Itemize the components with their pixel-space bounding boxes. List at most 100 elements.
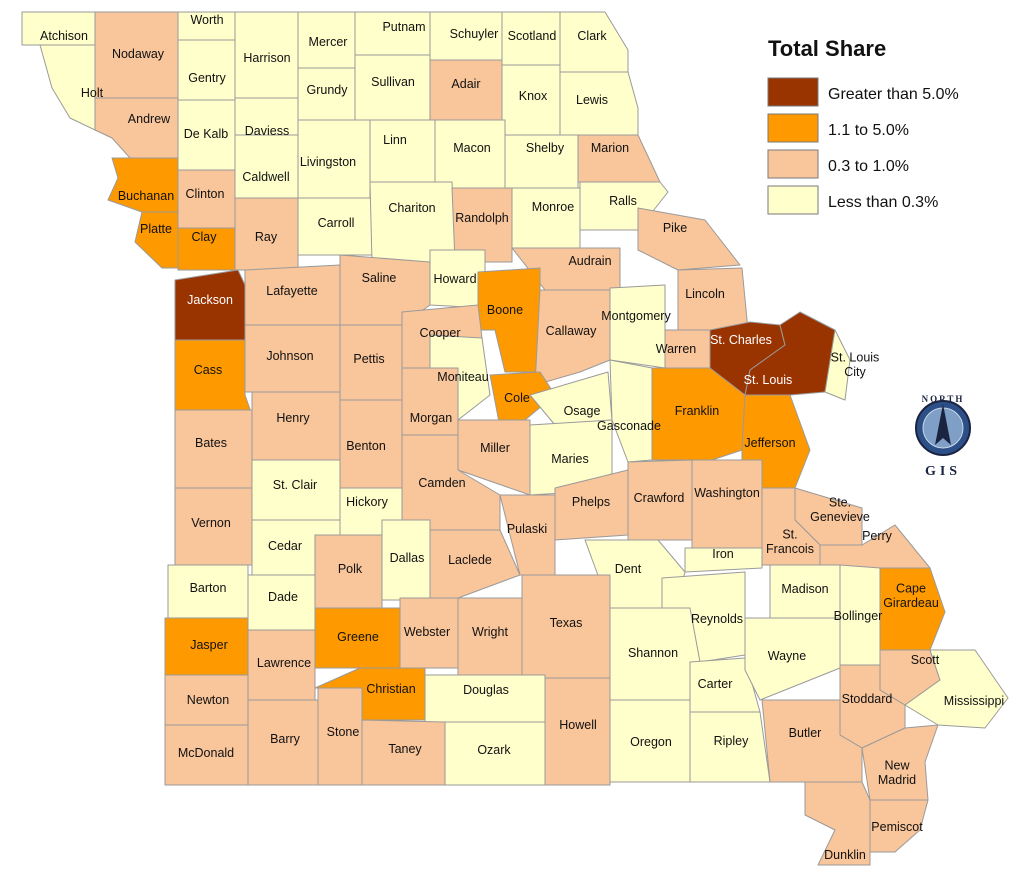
county-label-hickory: Hickory [346,495,388,509]
county-label-monroe: Monroe [532,200,574,214]
county-label-texas: Texas [550,616,583,630]
legend: Total Share Greater than 5.0% 1.1 to 5.0… [767,36,959,215]
county-label-howell: Howell [559,718,597,732]
legend-label-lt03: Less than 0.3% [828,194,938,211]
county-label-mississippi: Mississippi [944,694,1004,708]
legend-label-1to5: 1.1 to 5.0% [828,122,909,139]
county-label-putnam: Putnam [382,20,425,34]
county-label-gasconade: Gasconade [597,419,661,433]
county-st-louis [744,311,836,396]
county-label-jefferson: Jefferson [744,436,795,450]
county-label-chariton: Chariton [388,201,435,215]
county-label-greene: Greene [337,630,379,644]
county-label-pemiscot: Pemiscot [871,820,923,834]
county-label-camden: Camden [418,476,465,490]
county-label-bates: Bates [195,436,227,450]
county-label-lawrence: Lawrence [257,656,311,670]
county-label-boone: Boone [487,303,523,317]
county-label-jackson: Jackson [187,293,233,307]
county-label-clark: Clark [577,29,607,43]
county-mississippi [904,649,1009,729]
logo-top-text: NORTH [922,394,965,404]
county-howell [544,677,611,786]
county-randolph [451,187,513,263]
county-label-newton: Newton [187,693,229,707]
county-label-miller: Miller [480,441,510,455]
legend-swatch-03to1 [767,149,819,179]
county-label-knox: Knox [519,89,548,103]
county-label-callaway: Callaway [546,324,597,338]
county-label-cole: Cole [504,391,530,405]
county-label-platte: Platte [140,222,172,236]
county-layer [21,11,1009,866]
county-label-barton: Barton [190,581,227,595]
legend-swatch-gt5 [767,77,819,107]
county-callaway [534,289,611,386]
county-label-atchison: Atchison [40,29,88,43]
county-iron [684,547,763,573]
county-label-shelby: Shelby [526,141,565,155]
county-label-carroll: Carroll [318,216,355,230]
county-label-livingston: Livingston [300,155,356,169]
county-label-clinton: Clinton [186,187,225,201]
county-andrew [94,97,179,159]
county-label-dunklin: Dunklin [824,848,866,862]
county-label-ozark: Ozark [477,743,511,757]
county-label-lafayette: Lafayette [266,284,317,298]
legend-swatch-lt03 [767,185,819,215]
county-boone [477,267,541,373]
legend-label-03to1: 0.3 to 1.0% [828,158,909,175]
county-label-mcdonald: McDonald [178,746,234,760]
county-label-crawford: Crawford [634,491,685,505]
county-mcdonald [164,724,249,786]
legend-swatch-1to5 [767,113,819,143]
north-arrow-icon [935,404,951,445]
logo-bottom-text: GIS [925,464,961,479]
county-label-lewis: Lewis [576,93,608,107]
county-st-louis-city [824,329,851,401]
county-label-barry: Barry [270,732,301,746]
county-label-butler: Butler [789,726,822,740]
county-label-taney: Taney [388,742,422,756]
county-caldwell [234,134,299,199]
county-label-moniteau: Moniteau [437,370,488,384]
county-label-benton: Benton [346,439,386,453]
county-laclede [429,529,521,599]
county-label-douglas: Douglas [463,683,509,697]
county-label-caldwell: Caldwell [242,170,289,184]
county-label-dade: Dade [268,590,298,604]
county-label-gentry: Gentry [188,71,226,85]
county-label-st-louis: St. Louis [744,373,793,387]
county-holt [39,44,96,131]
county-label-grundy: Grundy [307,83,349,97]
county-label-franklin: Franklin [675,404,720,418]
county-label-morgan: Morgan [410,411,452,425]
county-label-dent: Dent [615,562,642,576]
county-label-scott: Scott [911,653,940,667]
county-label-phelps: Phelps [572,495,610,509]
county-label-stoddard: Stoddard [842,692,893,706]
county-label-iron: Iron [712,547,734,561]
county-label-saline: Saline [362,271,397,285]
county-label-holt: Holt [81,86,104,100]
county-label-wright: Wright [472,625,508,639]
county-label-cooper: Cooper [420,326,461,340]
county-label-pulaski: Pulaski [507,522,547,536]
county-platte [134,211,179,269]
county-label-madison: Madison [781,582,828,596]
county-label-stone: Stone [327,725,360,739]
county-label-carter: Carter [698,677,733,691]
county-label-perry: Perry [862,529,893,543]
county-label-marion: Marion [591,141,629,155]
county-gentry [177,39,236,101]
county-clark [559,11,629,73]
county-label-howard: Howard [433,272,476,286]
legend-title: Total Share [768,36,886,61]
county-label-mercer: Mercer [309,35,348,49]
county-label-cedar: Cedar [268,539,302,553]
county-label-cass: Cass [194,363,222,377]
county-label-ripley: Ripley [714,734,749,748]
